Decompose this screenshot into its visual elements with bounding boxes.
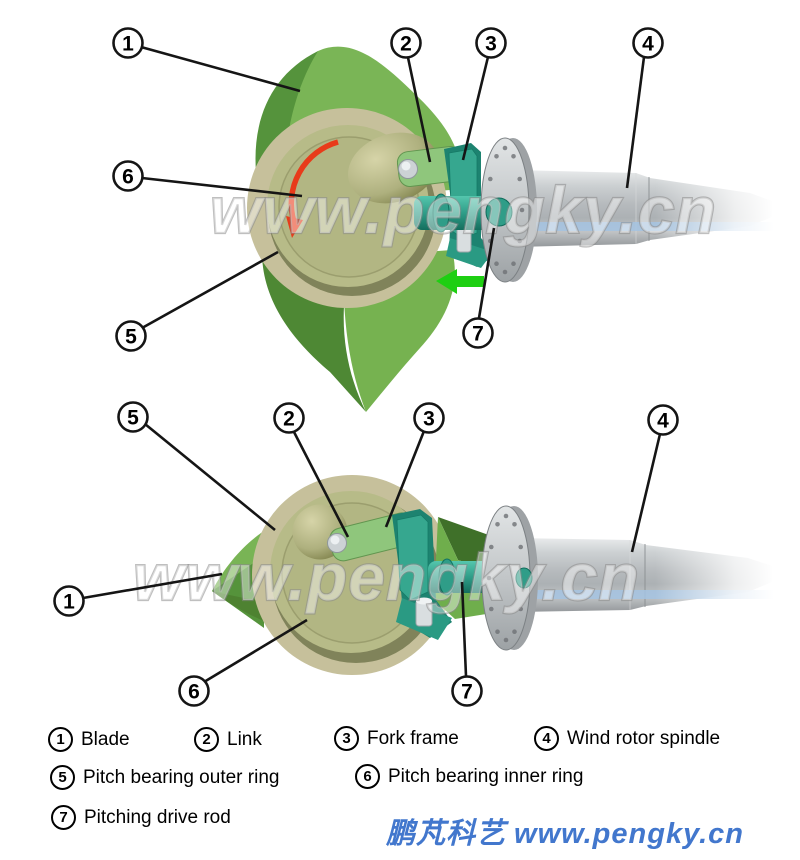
callout-link-bottom: 2 (273, 402, 350, 538)
legend-item-fork-frame: 3 Fork frame (334, 726, 459, 751)
pitch-mechanism-diagrams: www.pengky.cn 1 2 3 4 (53, 27, 800, 707)
legend-label-fork-frame: Fork frame (367, 727, 459, 749)
legend-num-1: 1 (48, 727, 73, 752)
spindle-flange-bottom (481, 505, 538, 651)
legend-label-drive-rod: Pitching drive rod (84, 806, 231, 828)
legend-label-spindle: Wind rotor spindle (567, 727, 721, 749)
callout-fork-frame-bottom: 3 (384, 402, 445, 528)
svg-text:4: 4 (642, 33, 654, 56)
legend-label-blade: Blade (81, 728, 130, 750)
callout-spindle-top: 4 (625, 27, 664, 189)
callout-fork-frame-top: 3 (461, 27, 507, 161)
callout-drive-rod-bottom: 7 (451, 581, 483, 707)
brand-chinese: 鹏芃科艺 (386, 818, 507, 850)
callout-outer-ring-bottom: 5 (117, 401, 276, 532)
svg-text:6: 6 (188, 681, 200, 704)
svg-text:4: 4 (657, 410, 669, 433)
watermark-bottom: www.pengky.cn (133, 540, 640, 614)
svg-text:6: 6 (122, 166, 134, 189)
legend-num-2: 2 (194, 727, 219, 752)
fork-frame-bottom (392, 509, 452, 640)
top-diagram: www.pengky.cn 1 2 3 4 (112, 27, 800, 412)
callout-link-top: 2 (390, 27, 432, 163)
legend-item-blade: 1 Blade (48, 727, 130, 752)
callout-blade-top: 1 (112, 27, 301, 93)
callout-spindle-bottom: 4 (630, 404, 679, 553)
legend-item-spindle: 4 Wind rotor spindle (534, 726, 720, 751)
svg-text:7: 7 (461, 681, 473, 704)
svg-text:2: 2 (283, 408, 295, 431)
callout-inner-ring-top: 6 (112, 160, 303, 198)
drive-rod-end-top (485, 197, 513, 227)
legend-num-6: 6 (355, 764, 380, 789)
watermark-top: www.pengky.cn (210, 173, 717, 247)
legend-num-7: 7 (51, 805, 76, 830)
legend-label-outer-ring: Pitch bearing outer ring (83, 766, 280, 788)
legend: 1 Blade 2 Link 3 Fork frame 4 Wind rotor… (0, 0, 800, 830)
pull-direction-arrow-icon (436, 269, 484, 294)
legend-label-link: Link (227, 728, 262, 750)
svg-text:1: 1 (63, 591, 75, 614)
pitching-drive-rod-top (414, 193, 500, 233)
legend-item-inner-ring: 6 Pitch bearing inner ring (355, 764, 583, 789)
callout-drive-rod-top: 7 (462, 227, 496, 349)
svg-text:3: 3 (485, 33, 497, 56)
legend-num-5: 5 (50, 765, 75, 790)
callout-outer-ring-top: 5 (115, 250, 279, 352)
svg-text:3: 3 (423, 408, 435, 431)
legend-num-4: 4 (534, 726, 559, 751)
svg-text:7: 7 (472, 323, 484, 346)
legend-item-outer-ring: 5 Pitch bearing outer ring (50, 765, 279, 790)
legend-item-drive-rod: 7 Pitching drive rod (51, 805, 231, 830)
callout-blade-bottom: 1 (53, 572, 223, 617)
callout-inner-ring-bottom: 6 (178, 618, 308, 707)
svg-text:1: 1 (122, 33, 134, 56)
spindle-flange-top (480, 137, 537, 283)
svg-text:5: 5 (127, 407, 139, 430)
svg-text:2: 2 (400, 33, 412, 56)
legend-label-inner-ring: Pitch bearing inner ring (388, 765, 584, 787)
drive-rod-end-bottom (515, 567, 533, 589)
svg-text:5: 5 (125, 326, 137, 349)
legend-item-link: 2 Link (194, 727, 262, 752)
brand-site-link: www.pengky.cn (514, 818, 745, 850)
rotation-arrow-icon (286, 139, 339, 238)
bottom-diagram: www.pengky.cn 5 2 3 4 (53, 401, 800, 707)
legend-num-3: 3 (334, 726, 359, 751)
